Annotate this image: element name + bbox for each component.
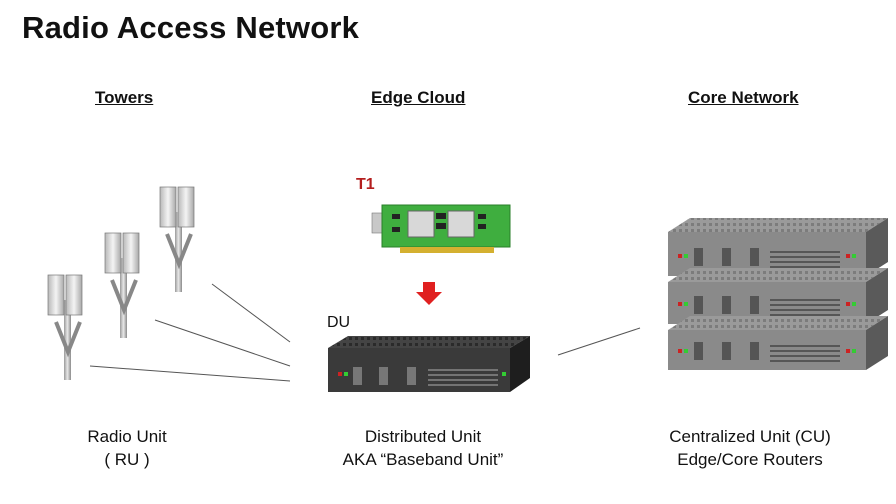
du-to-core-link — [557, 327, 641, 356]
tower-to-du-links — [89, 283, 291, 382]
tower-1-icon — [47, 274, 83, 380]
edge-caption-line1: Distributed Unit — [364, 427, 482, 446]
towers-caption: Radio Unit ( RU ) — [42, 425, 212, 471]
core-router-2 — [668, 268, 888, 324]
t1-card-icon — [371, 204, 511, 253]
towers-caption-line1: Radio Unit — [87, 427, 167, 446]
core-router-3 — [668, 316, 888, 370]
core-network-heading: Core Network — [688, 88, 799, 107]
page-title: Radio Access Network — [22, 10, 360, 45]
edge-cloud-heading: Edge Cloud — [371, 88, 466, 107]
du-server-icon — [328, 336, 530, 392]
core-caption: Centralized Unit (CU) Edge/Core Routers — [640, 425, 860, 471]
core-router-1 — [668, 218, 888, 276]
edge-caption-line2: AKA “Baseband Unit” — [342, 450, 504, 469]
towers-caption-line2: ( RU ) — [104, 450, 150, 469]
tower-3-icon — [159, 186, 195, 292]
du-label: DU — [327, 314, 351, 331]
core-caption-line2: Edge/Core Routers — [677, 450, 823, 469]
t1-card-label: T1 — [356, 176, 375, 193]
towers-heading: Towers — [95, 88, 154, 107]
down-arrow-icon — [416, 282, 442, 305]
core-router-stack-icon — [668, 218, 888, 370]
edge-caption: Distributed Unit AKA “Baseband Unit” — [318, 425, 528, 471]
tower-2-icon — [104, 232, 140, 338]
core-caption-line1: Centralized Unit (CU) — [669, 427, 831, 446]
